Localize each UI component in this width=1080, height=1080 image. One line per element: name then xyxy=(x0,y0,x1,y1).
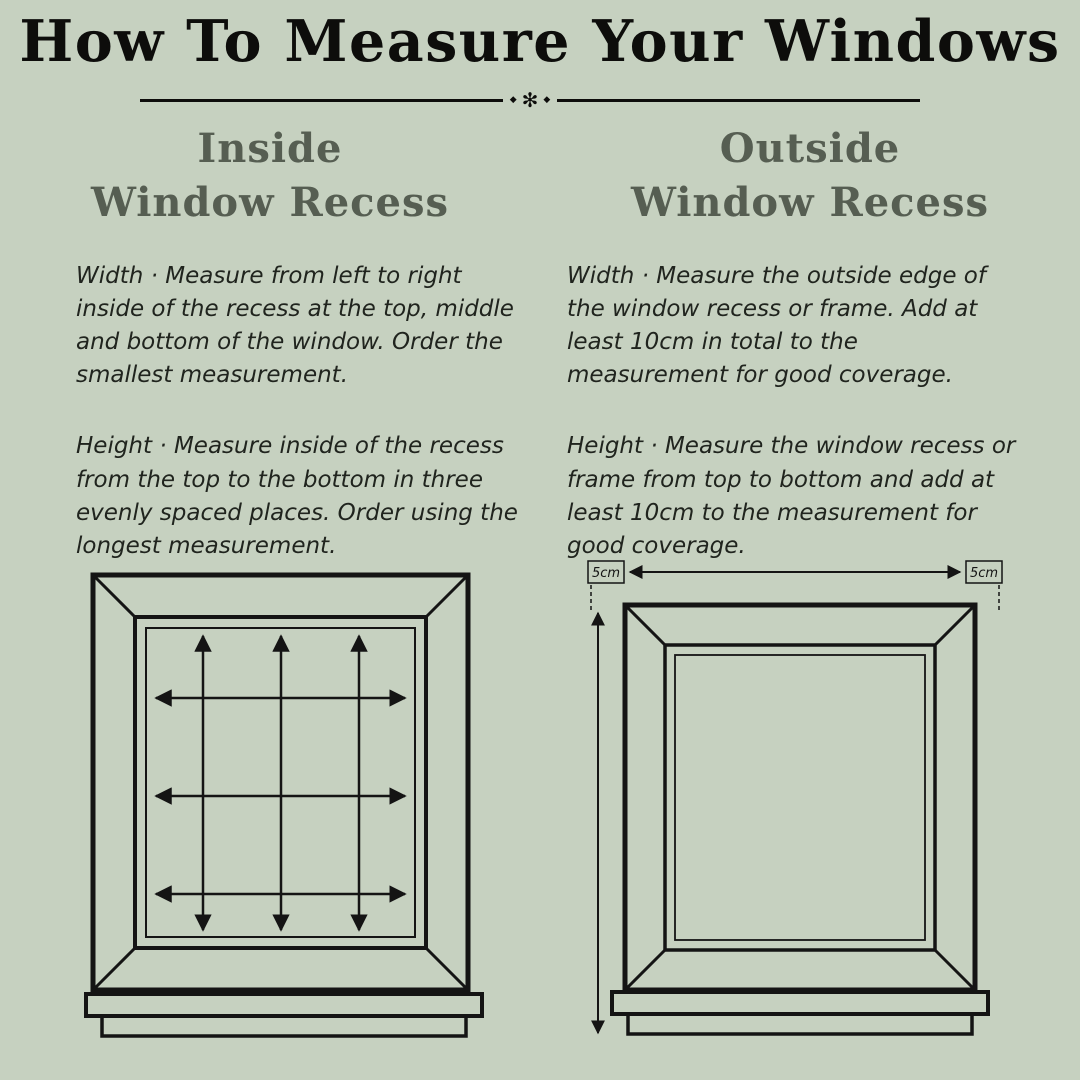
heading-line: Window Recess xyxy=(630,179,990,226)
heading-line: Window Recess xyxy=(90,179,450,226)
measure-grid-arrows xyxy=(154,634,407,932)
inside-recess-section: Inside Window Recess Width · Measure fro… xyxy=(0,122,540,563)
outside-height-instructions: Height · Measure the window recess or fr… xyxy=(567,433,1016,559)
window-sill xyxy=(610,990,990,1036)
window-sill xyxy=(84,992,484,1038)
right-margin-label: 5cm xyxy=(970,566,998,581)
diamond-icon: ◆ xyxy=(543,94,551,105)
margin-labels: 5cm 5cm xyxy=(587,560,1003,611)
outside-width-instructions: Width · Measure the outside edge of the … xyxy=(567,263,986,389)
inside-height-instructions: Height · Measure inside of the recess fr… xyxy=(76,433,518,559)
divider-line-right xyxy=(557,98,921,102)
window-frame xyxy=(622,602,978,993)
diamond-icon: ◆ xyxy=(509,94,517,105)
fleuron-ornament-icon: ◆ ✻ ◆ xyxy=(510,90,551,110)
inside-window-diagram xyxy=(84,572,484,1038)
divider-line-left xyxy=(140,98,503,102)
heading-line: Inside xyxy=(197,125,343,172)
page-title: How To Measure Your Windows xyxy=(19,8,1061,75)
window-frame xyxy=(90,572,471,993)
left-margin-label: 5cm xyxy=(592,566,620,581)
instruction-columns: Inside Window Recess Width · Measure fro… xyxy=(0,122,1080,563)
outside-recess-section: Outside Window Recess Width · Measure th… xyxy=(540,122,1080,563)
ornamental-divider: ◆ ✻ ◆ xyxy=(140,90,921,110)
heading-line: Outside xyxy=(719,125,901,172)
inside-recess-body: Width · Measure from left to right insid… xyxy=(76,260,528,563)
inside-width-instructions: Width · Measure from left to right insid… xyxy=(76,263,514,389)
outside-recess-body: Width · Measure the outside edge of the … xyxy=(567,260,1019,563)
inside-recess-heading: Inside Window Recess xyxy=(0,122,540,230)
outside-window-diagram: 5cm 5cm xyxy=(587,560,1003,1036)
outside-recess-heading: Outside Window Recess xyxy=(540,122,1080,230)
asterisk-flower-icon: ✻ xyxy=(521,88,539,112)
outer-measure-arrows xyxy=(591,565,962,1035)
